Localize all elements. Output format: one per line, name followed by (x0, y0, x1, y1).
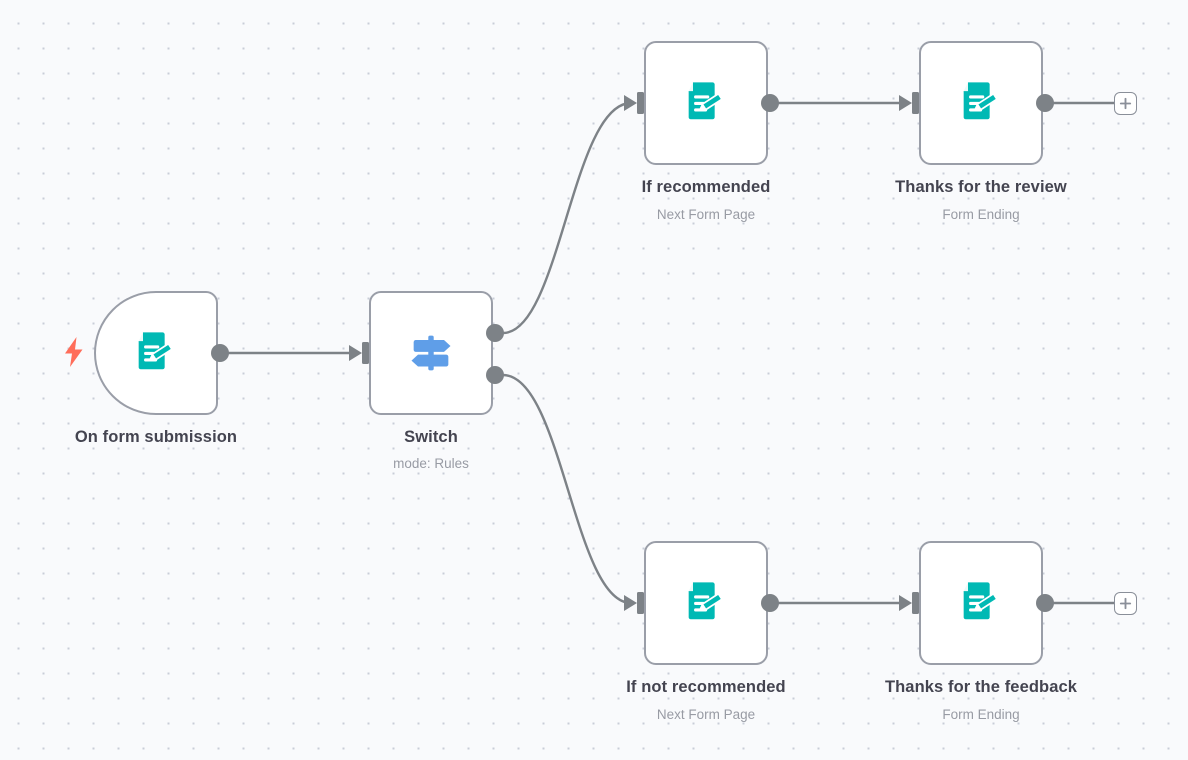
input-port-thanks-feedback (899, 592, 919, 614)
node-label-switch: Switch (404, 428, 458, 446)
node-sublabel-if-not-recommended: Next Form Page (656, 707, 756, 722)
node-label-thanks-for-the-review: Thanks for the review (895, 178, 1067, 196)
output-port-if-recommended[interactable] (761, 94, 779, 112)
output-port-thanks-for-the-feedback[interactable] (1036, 594, 1054, 612)
form-icon (959, 82, 998, 120)
output-port-switch-0[interactable] (486, 324, 504, 342)
form-icon (684, 82, 723, 120)
node-on-form-submission[interactable] (94, 291, 218, 415)
output-port-if-not-recommended[interactable] (761, 594, 779, 612)
input-port-if-recommended (624, 92, 644, 114)
form-icon (959, 582, 998, 620)
output-port-on-form-submission[interactable] (211, 344, 229, 362)
output-port-thanks-for-the-review[interactable] (1036, 94, 1054, 112)
input-port-switch (349, 342, 369, 364)
input-port-if-not-recommended (624, 592, 644, 614)
plus-icon (1119, 97, 1132, 110)
node-if-recommended[interactable] (644, 41, 768, 165)
node-sublabel-switch: mode: Rules (393, 456, 469, 471)
plus-icon (1119, 597, 1132, 610)
output-port-switch-1[interactable] (486, 366, 504, 384)
node-label-if-recommended: If recommended (641, 178, 771, 196)
node-sublabel-thanks-for-the-review: Form Ending (942, 207, 1020, 222)
trigger-bolt-icon (65, 337, 83, 367)
node-thanks-for-the-review[interactable] (919, 41, 1043, 165)
add-node-button[interactable] (1114, 592, 1137, 615)
node-thanks-for-the-feedback[interactable] (919, 541, 1043, 665)
signpost-icon (411, 335, 451, 371)
node-label-on-form-submission: On form submission (74, 428, 238, 446)
form-icon (134, 332, 173, 370)
edge-switch-to-if-not-recommended (502, 373, 632, 605)
node-label-thanks-for-the-feedback: Thanks for the feedback (884, 678, 1078, 696)
node-label-if-not-recommended: If not recommended (626, 678, 786, 696)
add-node-button[interactable] (1114, 92, 1137, 115)
input-port-thanks-review (899, 92, 919, 114)
node-if-not-recommended[interactable] (644, 541, 768, 665)
node-sublabel-thanks-for-the-feedback: Form Ending (942, 707, 1020, 722)
form-icon (684, 582, 723, 620)
node-switch[interactable] (369, 291, 493, 415)
node-sublabel-if-recommended: Next Form Page (656, 207, 756, 222)
